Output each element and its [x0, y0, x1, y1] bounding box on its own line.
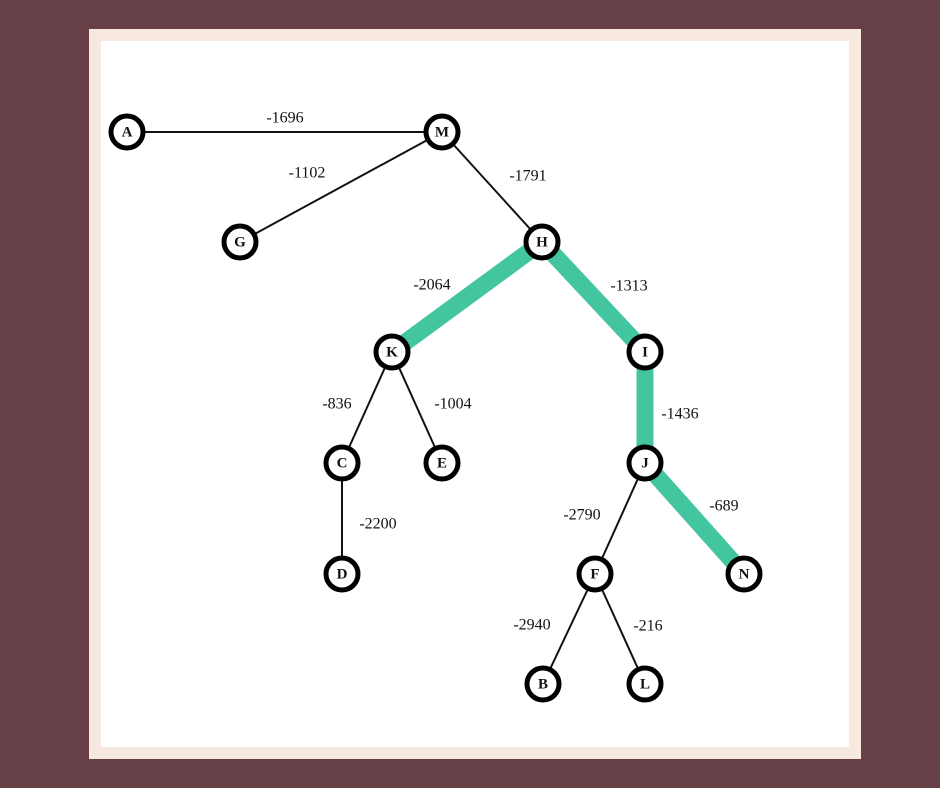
- edge-f-l: [594, 573, 646, 685]
- node-label-j: J: [641, 455, 649, 471]
- edge-k-c: [341, 351, 393, 464]
- node-circle-i: [626, 333, 664, 371]
- node-circle-f: [576, 555, 614, 593]
- edge-j-f: [594, 462, 646, 575]
- nodes-layer: A M G H K I C E J D F N B L: [108, 113, 763, 703]
- node-c: C: [323, 444, 361, 482]
- node-label-k: K: [386, 344, 398, 360]
- node-label-i: I: [642, 344, 648, 360]
- node-a: A: [108, 113, 146, 151]
- node-circle-h: [523, 223, 561, 261]
- edge-f-b: [542, 573, 596, 685]
- node-circle-b: [524, 665, 562, 703]
- edge-weight-label-h-k: -2064: [413, 277, 450, 294]
- node-circle-n: [725, 555, 763, 593]
- node-g: G: [221, 223, 259, 261]
- diagram-frame: [89, 29, 861, 759]
- node-circle-d: [323, 555, 361, 593]
- edge-k-e: [391, 351, 443, 464]
- node-circle-g: [221, 223, 259, 261]
- node-f: F: [576, 555, 614, 593]
- node-label-m: M: [435, 124, 449, 140]
- node-m: M: [423, 113, 461, 151]
- node-circle-a: [108, 113, 146, 151]
- node-j: J: [626, 444, 664, 482]
- node-label-a: A: [122, 124, 133, 140]
- node-circle-j: [626, 444, 664, 482]
- node-label-d: D: [337, 566, 348, 582]
- edge-labels-layer: -1696 -1102 -1791 -2064 -1313 -836 -1004 -1436 -…: [266, 110, 738, 635]
- edge-weight-label-a-m: -1696: [266, 110, 303, 127]
- node-l: L: [626, 665, 664, 703]
- node-label-n: N: [739, 566, 750, 582]
- node-i: I: [626, 333, 664, 371]
- node-h: H: [523, 223, 561, 261]
- edge-weight-label-m-g: -1102: [289, 165, 326, 182]
- node-circle-k: [373, 333, 411, 371]
- edge-weight-label-j-n: -689: [709, 498, 738, 515]
- edges-layer: [127, 131, 646, 685]
- node-label-e: E: [437, 455, 447, 471]
- node-label-l: L: [640, 676, 650, 692]
- edge-weight-label-f-b: -2940: [513, 617, 550, 634]
- edge-h-i-highlighted: [535, 236, 652, 358]
- edge-weight-label-c-d: -2200: [359, 516, 396, 533]
- node-label-g: G: [234, 234, 246, 250]
- node-label-c: C: [337, 455, 348, 471]
- node-circle-c: [323, 444, 361, 482]
- node-label-h: H: [536, 234, 548, 250]
- diagram-canvas: [101, 41, 849, 747]
- edge-weight-label-h-i: -1313: [610, 278, 647, 295]
- node-b: B: [524, 665, 562, 703]
- edge-weight-label-k-c: -836: [322, 396, 351, 413]
- edge-m-g: [239, 131, 443, 243]
- edge-weight-label-i-j: -1436: [661, 406, 698, 423]
- edge-m-h: [441, 131, 543, 243]
- node-circle-l: [626, 665, 664, 703]
- node-d: D: [323, 555, 361, 593]
- edge-weight-label-k-e: -1004: [434, 396, 471, 413]
- node-e: E: [423, 444, 461, 482]
- node-n: N: [725, 555, 763, 593]
- node-k: K: [373, 333, 411, 371]
- node-circle-e: [423, 444, 461, 482]
- edge-j-n-highlighted: [638, 457, 751, 580]
- node-circle-m: [423, 113, 461, 151]
- node-label-f: F: [590, 566, 599, 582]
- edge-weight-label-m-h: -1791: [509, 168, 546, 185]
- node-label-b: B: [538, 676, 548, 692]
- edge-weight-label-f-l: -216: [633, 618, 662, 635]
- edge-h-k-highlighted: [386, 235, 548, 359]
- edge-weight-label-j-f: -2790: [563, 507, 600, 524]
